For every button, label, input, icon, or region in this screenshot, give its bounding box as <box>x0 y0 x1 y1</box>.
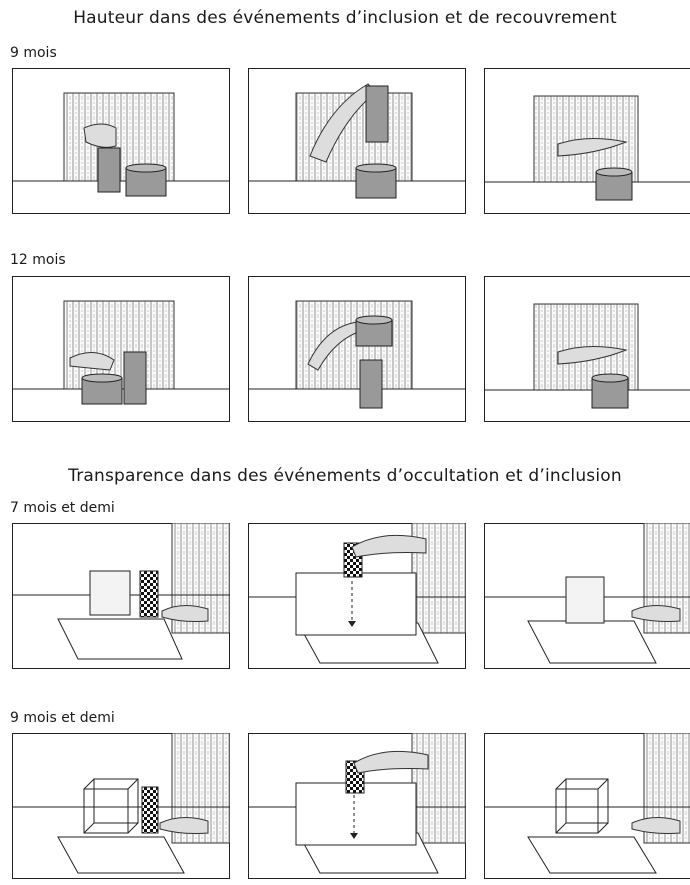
arm-icon <box>351 534 427 558</box>
hand-icon <box>557 345 628 365</box>
panel-transparency-7-5m-1 <box>12 523 230 669</box>
hand-icon <box>631 605 681 622</box>
panel-height-9m-3 <box>484 68 690 214</box>
panel-transparency-7-5m-2 <box>248 523 466 669</box>
hand-icon <box>159 817 209 834</box>
hand-icon <box>631 817 681 834</box>
arm-icon <box>353 750 429 774</box>
cylinder-container-icon <box>595 171 633 201</box>
hand-icon <box>69 352 115 371</box>
transparent-screen-icon <box>89 570 131 616</box>
section-title-transparency: Transparence dans des événements d’occul… <box>68 466 622 486</box>
panel-transparency-9-5m-2 <box>248 733 466 879</box>
hand-icon <box>83 123 117 148</box>
transparent-box-icon <box>83 778 139 834</box>
panel-transparency-9-5m-3 <box>484 733 690 879</box>
platform-icon <box>527 836 657 874</box>
tall-cylinder-icon <box>97 147 121 193</box>
row-label-7-5-months: 7 mois et demi <box>10 500 115 516</box>
occluder-screen-icon <box>295 572 417 636</box>
platform-icon <box>57 836 185 874</box>
hand-icon <box>557 137 628 157</box>
tall-cylinder-icon <box>365 85 389 143</box>
transparent-screen-icon <box>565 576 605 624</box>
row-label-9-months: 9 mois <box>10 45 57 61</box>
row-label-12-months: 12 mois <box>10 252 66 268</box>
panel-transparency-9-5m-1 <box>12 733 230 879</box>
checkered-object-icon <box>141 786 159 834</box>
platform-icon <box>527 620 657 664</box>
tall-cylinder-icon <box>359 359 383 409</box>
panel-height-12m-2 <box>248 276 466 422</box>
panel-height-9m-2 <box>248 68 466 214</box>
panel-transparency-7-5m-3 <box>484 523 690 669</box>
checkered-object-icon <box>139 570 159 618</box>
panel-height-12m-1 <box>12 276 230 422</box>
platform-icon <box>57 618 183 660</box>
section-title-height: Hauteur dans des événements d’inclusion … <box>73 8 617 28</box>
row-label-9-5-months: 9 mois et demi <box>10 710 115 726</box>
tall-cylinder-icon <box>123 351 147 405</box>
hand-icon <box>161 605 209 622</box>
transparent-box-icon <box>555 778 609 834</box>
panel-height-9m-1 <box>12 68 230 214</box>
panel-height-12m-3 <box>484 276 690 422</box>
